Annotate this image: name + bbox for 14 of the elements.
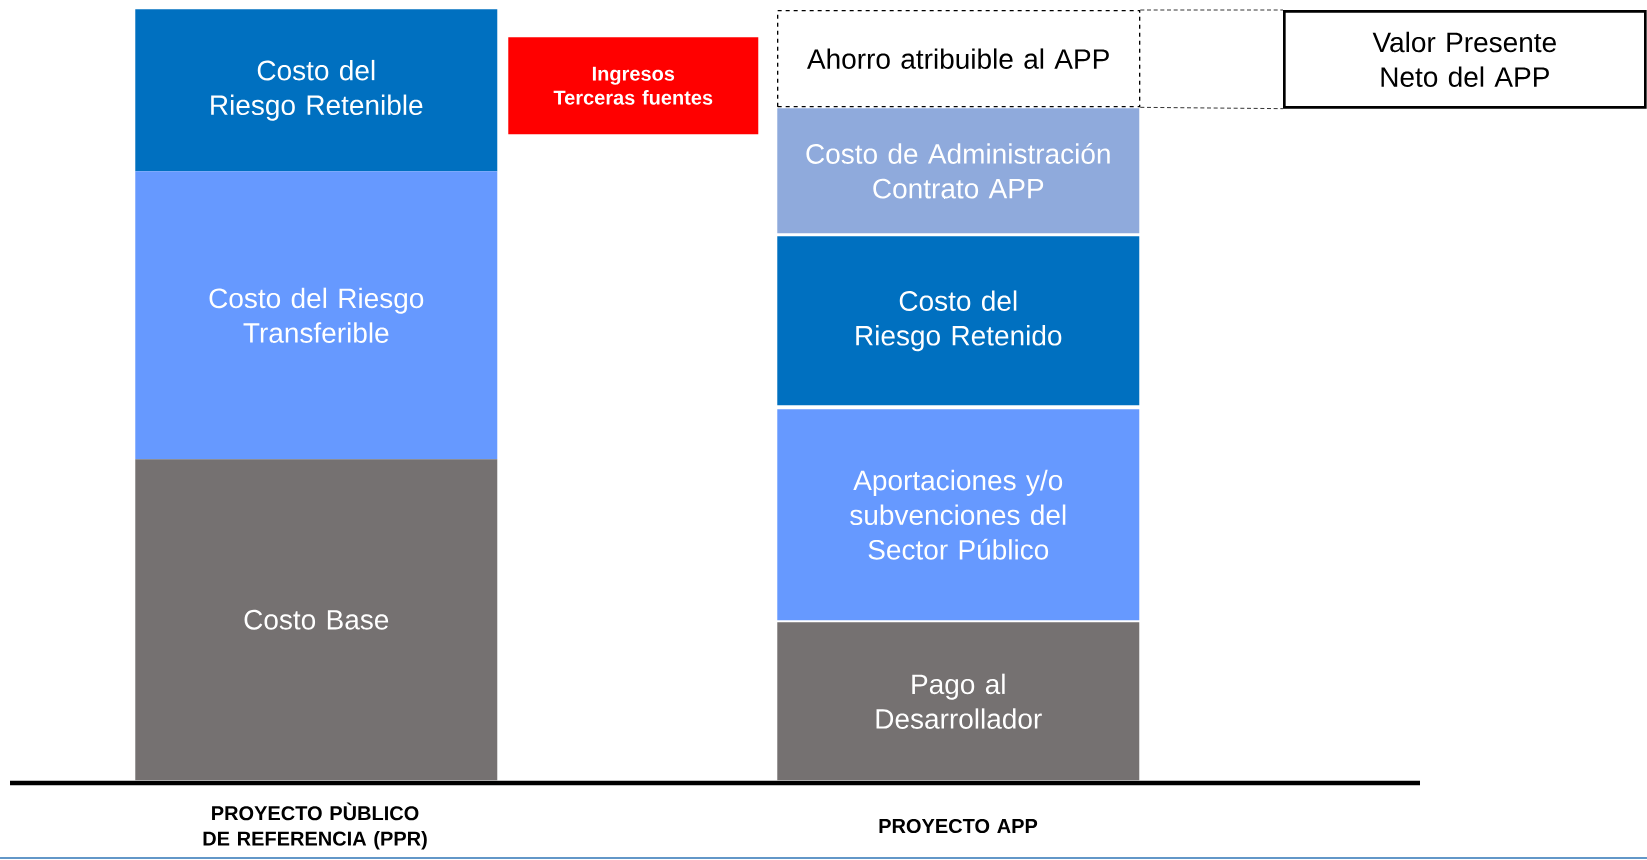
cost-bar-segment: Costo del Riesgo Retenible [135, 9, 498, 172]
cost-bar-segment: Costo del Riesgo Transferible [135, 171, 498, 460]
savings-box: Ahorro atribuible al APP [777, 10, 1141, 108]
value-box: Valor Presente Neto del APP [1283, 10, 1647, 109]
dotted-connector [1139, 106, 1284, 110]
cost-bar-segment: Costo Base [135, 459, 498, 781]
column-label: PROYECTO APP [879, 818, 1038, 834]
income-box: Ingresos Terceras fuentes [508, 37, 759, 135]
cost-bar-segment: Costo de Administración Contrato APP [777, 108, 1140, 234]
dotted-connector [1139, 9, 1284, 11]
cost-bar-segment: Pago al Desarrollador [777, 622, 1140, 781]
cost-bar-segment: Costo del Riesgo Retenido [777, 236, 1140, 406]
column-label: PROYECTO PÙBLICO DE REFERENCIA (PPR) [203, 802, 427, 850]
cost-bar-segment: Aportaciones y/o subvenciones del Sector Público [777, 409, 1140, 621]
